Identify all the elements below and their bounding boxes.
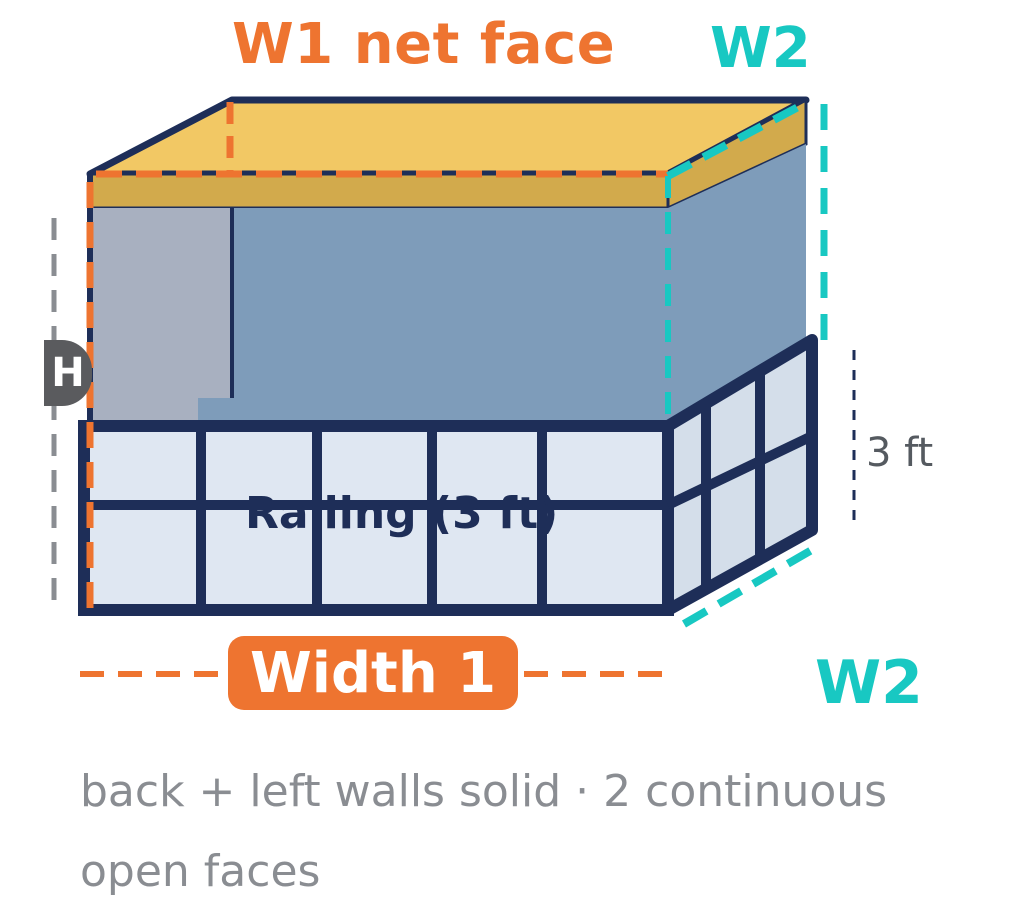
width1-pill: Width 1 <box>228 636 519 710</box>
caption: back + left walls solid · 2 continuous o… <box>80 766 888 897</box>
w1-outline-dashed <box>86 170 668 608</box>
railing-height-label: 3 ft <box>866 430 934 476</box>
w1-net-face-label: W1 net face <box>232 12 616 77</box>
height-tag: H <box>44 340 92 406</box>
w2-roof-edge-dashed <box>666 102 802 180</box>
left-wall-panel <box>90 208 232 426</box>
w2-bottom-label: W2 <box>815 648 923 718</box>
w2-top-label: W2 <box>710 16 811 81</box>
railing-label: Railing (3 ft) <box>245 488 559 539</box>
railing-front <box>78 420 674 616</box>
railing-side-mid-rail <box>665 431 815 510</box>
right-wall <box>668 144 806 426</box>
w2-bottom-dashed <box>681 540 825 628</box>
roof-front-edge <box>88 172 670 210</box>
